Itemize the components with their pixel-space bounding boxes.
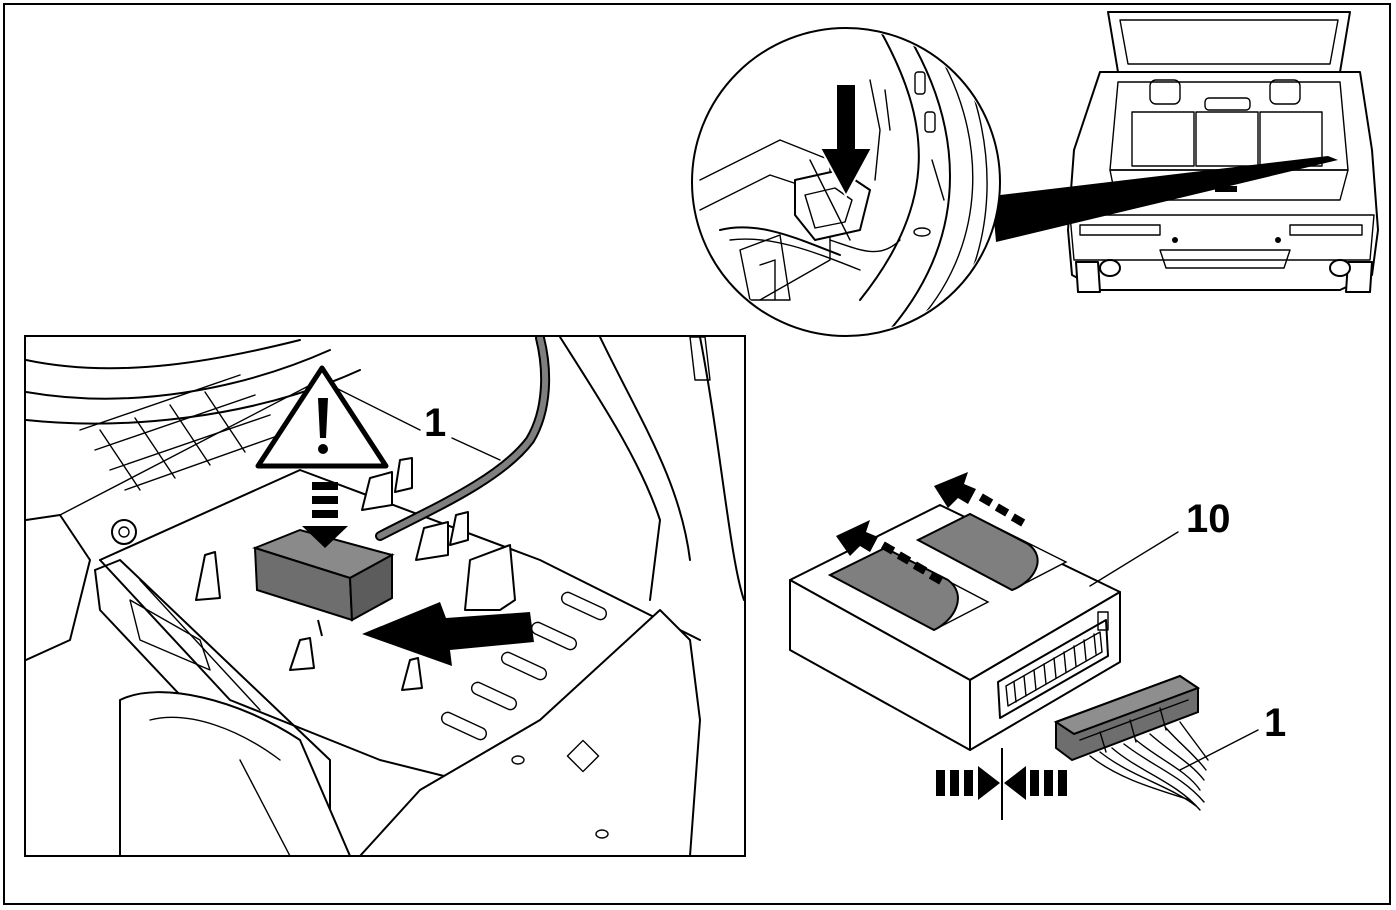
detail-magnifier <box>691 27 1001 337</box>
peel-arrow-icon <box>934 472 1026 527</box>
wiring-plug <box>1053 674 1201 762</box>
push-together-icon <box>936 748 1067 820</box>
peel-arrow-icon <box>836 520 944 585</box>
connector-pins <box>1013 633 1097 703</box>
slide-arrow-icon <box>362 602 534 666</box>
callout-module-connector: 1 <box>1264 701 1286 745</box>
vent-grille <box>79 374 281 491</box>
callout-module: 10 <box>1186 497 1231 541</box>
module-detail: 10 1 <box>789 472 1286 820</box>
alarm-module <box>252 528 395 637</box>
floor-slots <box>440 591 608 741</box>
insert-arrow-icon <box>818 83 874 199</box>
diagram-frame <box>3 3 1391 905</box>
adhesive-strip <box>915 512 1039 592</box>
callout-main-connector: 1 <box>424 401 446 445</box>
zoom-beam <box>992 156 1338 242</box>
adhesive-strip <box>827 546 959 632</box>
installation-detail-panel: 1 <box>24 335 746 857</box>
insert-arrow-icon <box>302 482 348 548</box>
vehicle-rear-view <box>1067 11 1379 293</box>
warning-triangle-icon <box>255 365 389 469</box>
